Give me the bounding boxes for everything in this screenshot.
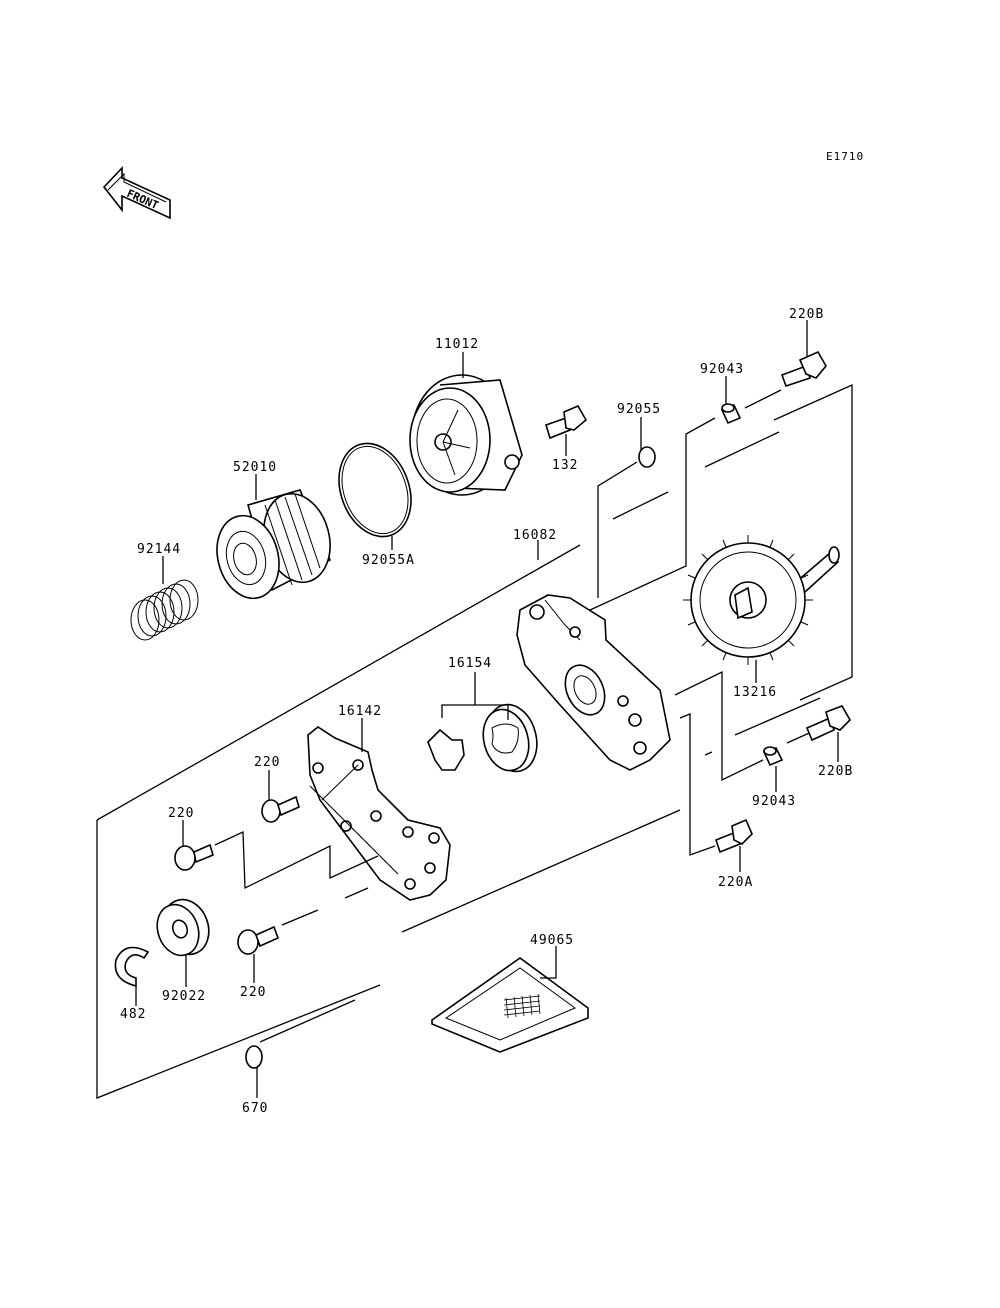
label-220B-top: 220B	[789, 307, 824, 322]
part-132-bolt[interactable]	[545, 404, 588, 440]
part-52010-oil-filter[interactable]	[208, 486, 339, 605]
label-16142: 16142	[338, 704, 382, 719]
part-16142-cover-plate[interactable]	[307, 726, 451, 901]
part-220-screw-a[interactable]	[261, 795, 300, 823]
label-16082: 16082	[513, 528, 557, 543]
label-92043-bottom: 92043	[752, 794, 796, 809]
part-number-labels: 11012 220B 92043 92055 132 52010 92055A …	[120, 307, 853, 1116]
leader-lines	[135, 320, 839, 1098]
part-11012-housing[interactable]	[409, 374, 523, 496]
part-482-circlip[interactable]	[114, 946, 150, 988]
label-92055A: 92055A	[362, 553, 415, 568]
part-13216-gear-shaft[interactable]	[683, 535, 840, 665]
part-92043-dowel-pin-bottom[interactable]	[762, 746, 784, 767]
label-92043-top: 92043	[700, 362, 744, 377]
label-92022: 92022	[162, 989, 206, 1004]
label-16154: 16154	[448, 656, 492, 671]
label-482: 482	[120, 1007, 146, 1022]
label-49065: 49065	[530, 933, 574, 948]
part-220B-bolt-bottom[interactable]	[805, 705, 851, 742]
part-92022-washer[interactable]	[150, 893, 216, 961]
part-92144-spring[interactable]	[130, 579, 199, 641]
label-13216: 13216	[733, 685, 777, 700]
assembly-reference-lines	[96, 383, 853, 1099]
label-670: 670	[242, 1101, 268, 1116]
part-220-screw-c[interactable]	[237, 925, 280, 955]
label-52010: 52010	[233, 460, 277, 475]
part-49065-oil-screen[interactable]	[431, 957, 589, 1053]
part-220B-bolt-top[interactable]	[780, 350, 827, 388]
label-220B-bottom: 220B	[818, 764, 853, 779]
label-92055: 92055	[617, 402, 661, 417]
part-16082-pump-body[interactable]	[516, 594, 671, 771]
part-220A-bolt[interactable]	[715, 818, 753, 854]
part-670-o-ring[interactable]	[245, 1045, 263, 1069]
label-220-a: 220	[254, 755, 280, 770]
label-220-c: 220	[240, 985, 266, 1000]
part-92043-dowel-pin-top[interactable]	[720, 403, 742, 425]
part-16154-rotor-set[interactable]	[427, 699, 544, 777]
part-92055A-o-ring[interactable]	[327, 433, 424, 546]
label-220-b: 220	[168, 806, 194, 821]
label-11012: 11012	[435, 337, 479, 352]
label-92144: 92144	[137, 542, 181, 557]
part-92055-o-ring[interactable]	[638, 446, 656, 468]
diagram-code: E1710	[826, 150, 864, 163]
front-arrow-icon: FRONT	[102, 165, 171, 220]
label-220A: 220A	[718, 875, 753, 890]
label-132: 132	[552, 458, 578, 473]
part-220-screw-b[interactable]	[174, 843, 214, 871]
